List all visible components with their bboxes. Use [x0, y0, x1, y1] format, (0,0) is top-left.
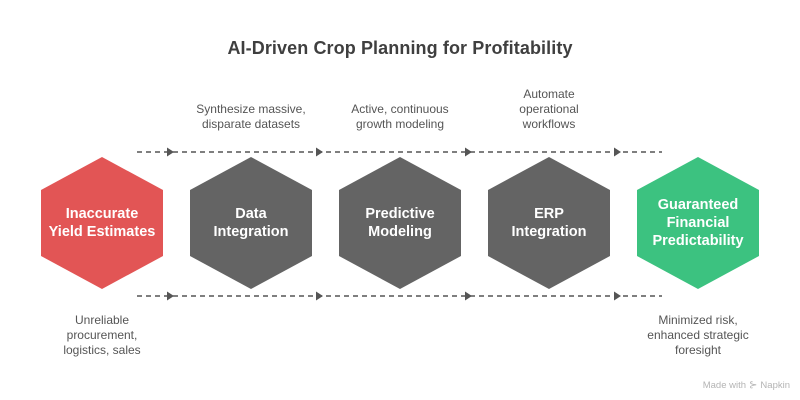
note-inaccurate-yield-estimates: Unreliable procurement, logistics, sales: [63, 313, 141, 357]
node-data-integration: Data Integration: [190, 157, 312, 289]
arrow-right-icon: [614, 291, 621, 301]
arrow-right-icon: [465, 291, 472, 301]
note-container-predictive-modeling: Active, continuous growth modeling: [325, 0, 475, 132]
napkin-logo-icon: ⊱: [749, 380, 758, 391]
node-guaranteed-financial-predictability: Guaranteed Financial Predictability: [637, 157, 759, 289]
hexagon-shape: [488, 157, 610, 289]
hexagon-shape: [41, 157, 163, 289]
node-inaccurate-yield-estimates: Inaccurate Yield Estimates: [41, 157, 163, 289]
node-label: Guaranteed Financial Predictability: [652, 197, 744, 249]
note-container-data-integration: Synthesize massive, disparate datasets: [176, 0, 326, 132]
hexagon-shape: [339, 157, 461, 289]
note-guaranteed-financial-predictability: Minimized risk, enhanced strategic fores…: [647, 313, 749, 357]
note-data-integration: Synthesize massive, disparate datasets: [196, 102, 306, 131]
arrow-right-icon: [316, 291, 323, 301]
diagram-title: AI-Driven Crop Planning for Profitabilit…: [227, 38, 573, 58]
footer-brand: Napkin: [760, 380, 790, 391]
arrow-right-icon: [167, 291, 174, 301]
note-predictive-modeling: Active, continuous growth modeling: [351, 102, 449, 131]
note-erp-integration: Automate operational workflows: [519, 87, 579, 131]
note-container-erp-integration: Automate operational workflows: [474, 0, 624, 132]
node-label: Predictive Modeling: [365, 206, 435, 240]
footer-text: Made with: [702, 380, 747, 391]
arrowheads: [167, 147, 621, 301]
hexagon-shape: [637, 157, 759, 289]
node-label: Data Integration: [213, 206, 289, 240]
made-with-napkin-watermark: Made with ⊱ Napkin: [703, 380, 790, 391]
node-label: Inaccurate Yield Estimates: [48, 206, 156, 240]
arrow-right-icon: [465, 147, 472, 157]
node-erp-integration: ERP Integration: [488, 157, 610, 289]
node-label: ERP Integration: [511, 206, 587, 240]
arrow-right-icon: [316, 147, 323, 157]
arrow-right-icon: [614, 147, 621, 157]
node-predictive-modeling: Predictive Modeling: [339, 157, 461, 289]
arrow-right-icon: [167, 147, 174, 157]
hexagon-shape: [190, 157, 312, 289]
